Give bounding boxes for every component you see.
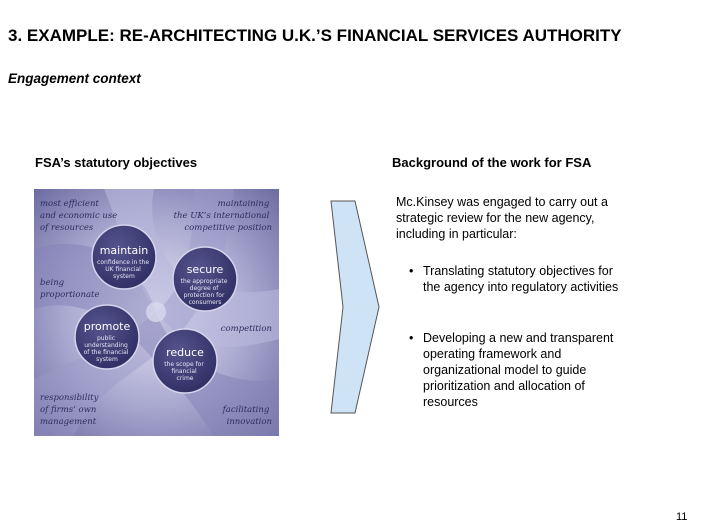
svg-text:the scope for financia: the scope for financial crime xyxy=(164,361,205,382)
objective-maintain: maintain confidence in the UK financial … xyxy=(91,224,157,290)
svg-text:confidence in the UK f: confidence in the UK financial system xyxy=(97,259,151,280)
objective-word-secure: secure xyxy=(187,263,224,276)
svg-text:the appropriate degree: the appropriate degree of protection for… xyxy=(181,278,230,306)
arrow-shape xyxy=(330,200,380,414)
bullet-symbol: • xyxy=(409,264,414,278)
flow-arrow xyxy=(330,200,380,420)
background-intro: Mc.Kinsey was engaged to carry out a str… xyxy=(396,195,608,241)
corner-label-top-right: maintaining the UK’s international compe… xyxy=(174,199,272,233)
objectives-graphic: most efficient and economic use of resou… xyxy=(34,189,279,436)
background-heading: Background of the work for FSA xyxy=(392,155,592,170)
corner-label-left: being proportionate xyxy=(40,278,99,300)
bullet-symbol: • xyxy=(409,331,414,345)
objective-word-promote: promote xyxy=(84,320,131,333)
objective-secure: secure the appropriate degree of protect… xyxy=(172,246,238,312)
corner-label-bottom-left: responsibility of firms’ own management xyxy=(40,393,101,427)
bullet-text: Translating statutory objectives for the… xyxy=(423,264,619,294)
page-number: 11 xyxy=(676,511,688,523)
swirl-band-3 xyxy=(34,189,234,436)
center-swirl xyxy=(146,302,166,322)
corner-label-top-left: most efficient and economic use of resou… xyxy=(40,199,120,233)
objective-reduce: reduce the scope for financial crime xyxy=(152,328,218,394)
objective-word-reduce: reduce xyxy=(166,346,204,359)
statutory-objectives-heading: FSA’s statutory objectives xyxy=(35,155,198,170)
objective-word-maintain: maintain xyxy=(100,244,149,257)
svg-text:public understanding: public understanding of the financial sy… xyxy=(84,335,131,363)
list-item: • Translating statutory objectives for t… xyxy=(409,263,629,295)
slide-title: 3. EXAMPLE: RE-ARCHITECTING U.K.’S FINAN… xyxy=(8,26,622,45)
corner-label-bottom-right: facilitating innovation xyxy=(222,405,272,427)
bullet-text: Developing a new and transparent operati… xyxy=(423,331,614,409)
swirl-band-2 xyxy=(104,189,279,348)
swirl-band-1 xyxy=(34,243,279,436)
corner-label-right: competition xyxy=(221,324,272,334)
list-item: • Developing a new and transparent opera… xyxy=(409,330,629,410)
objective-promote: promote public understanding of the fina… xyxy=(74,304,140,370)
slide-subtitle: Engagement context xyxy=(8,71,141,86)
